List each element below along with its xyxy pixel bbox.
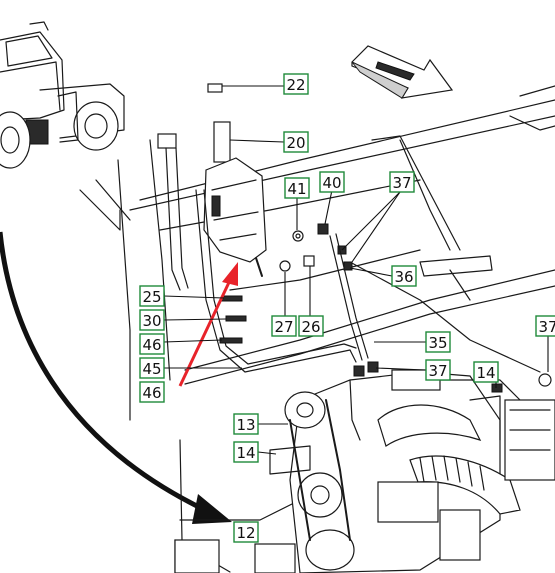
callout-14-left-label: 14 — [236, 444, 255, 462]
callout-20-label: 20 — [286, 134, 305, 152]
callout-36-label: 36 — [394, 268, 413, 286]
callout-26: 26 — [298, 315, 324, 337]
callout-22-label: 22 — [286, 76, 305, 94]
callout-26-label: 26 — [301, 318, 320, 336]
callout-20: 20 — [283, 131, 309, 153]
callout-40-label: 40 — [322, 174, 341, 192]
callout-45: 45 — [139, 357, 165, 379]
callout-30-label: 30 — [142, 312, 161, 330]
callout-12: 12 — [233, 521, 259, 543]
coolant-reservoir — [203, 83, 267, 277]
callout-46-upper-label: 46 — [142, 336, 161, 354]
forward-arrow-icon — [351, 45, 454, 99]
callout-27: 27 — [271, 315, 297, 337]
hardware — [219, 223, 552, 387]
callout-37-mid: 37 — [425, 359, 451, 381]
callout-13: 13 — [233, 413, 259, 435]
machine-thumbnail — [0, 21, 125, 169]
engine-assembly — [254, 369, 555, 573]
callout-labels: 22 20 41 40 37 36 25 30 — [139, 73, 555, 543]
callout-46-lower-label: 46 — [142, 384, 161, 402]
callout-35: 35 — [425, 331, 451, 353]
callout-35-label: 35 — [428, 334, 447, 352]
callout-40: 40 — [319, 171, 345, 193]
callout-37-right: 37 — [535, 315, 555, 337]
leader-lines — [163, 85, 549, 455]
callout-27-label: 27 — [274, 318, 293, 336]
curved-pointer-arrow — [0, 231, 232, 524]
callout-22: 22 — [283, 73, 309, 95]
callout-14-left: 14 — [233, 441, 259, 463]
callout-25: 25 — [139, 285, 165, 307]
callout-13-label: 13 — [236, 416, 255, 434]
callout-36: 36 — [391, 265, 417, 287]
callout-37-right-label: 37 — [538, 318, 555, 336]
callout-14-right: 14 — [473, 361, 499, 383]
callout-37-top-label: 37 — [392, 174, 411, 192]
callout-25-label: 25 — [142, 288, 161, 306]
red-pointer — [178, 262, 238, 387]
callout-41-label: 41 — [287, 180, 306, 198]
callout-46-upper: 46 — [139, 333, 165, 355]
callout-12-label: 12 — [236, 524, 255, 542]
callout-45-label: 45 — [142, 360, 161, 378]
callout-30: 30 — [139, 309, 165, 331]
chassis-frame — [79, 85, 555, 573]
callout-37-top: 37 — [389, 171, 415, 193]
callout-14-right-label: 14 — [476, 364, 495, 382]
callout-46-lower: 46 — [139, 381, 165, 403]
callout-37-mid-label: 37 — [428, 362, 447, 380]
callout-41: 41 — [284, 177, 310, 199]
filler-tube — [157, 133, 357, 373]
